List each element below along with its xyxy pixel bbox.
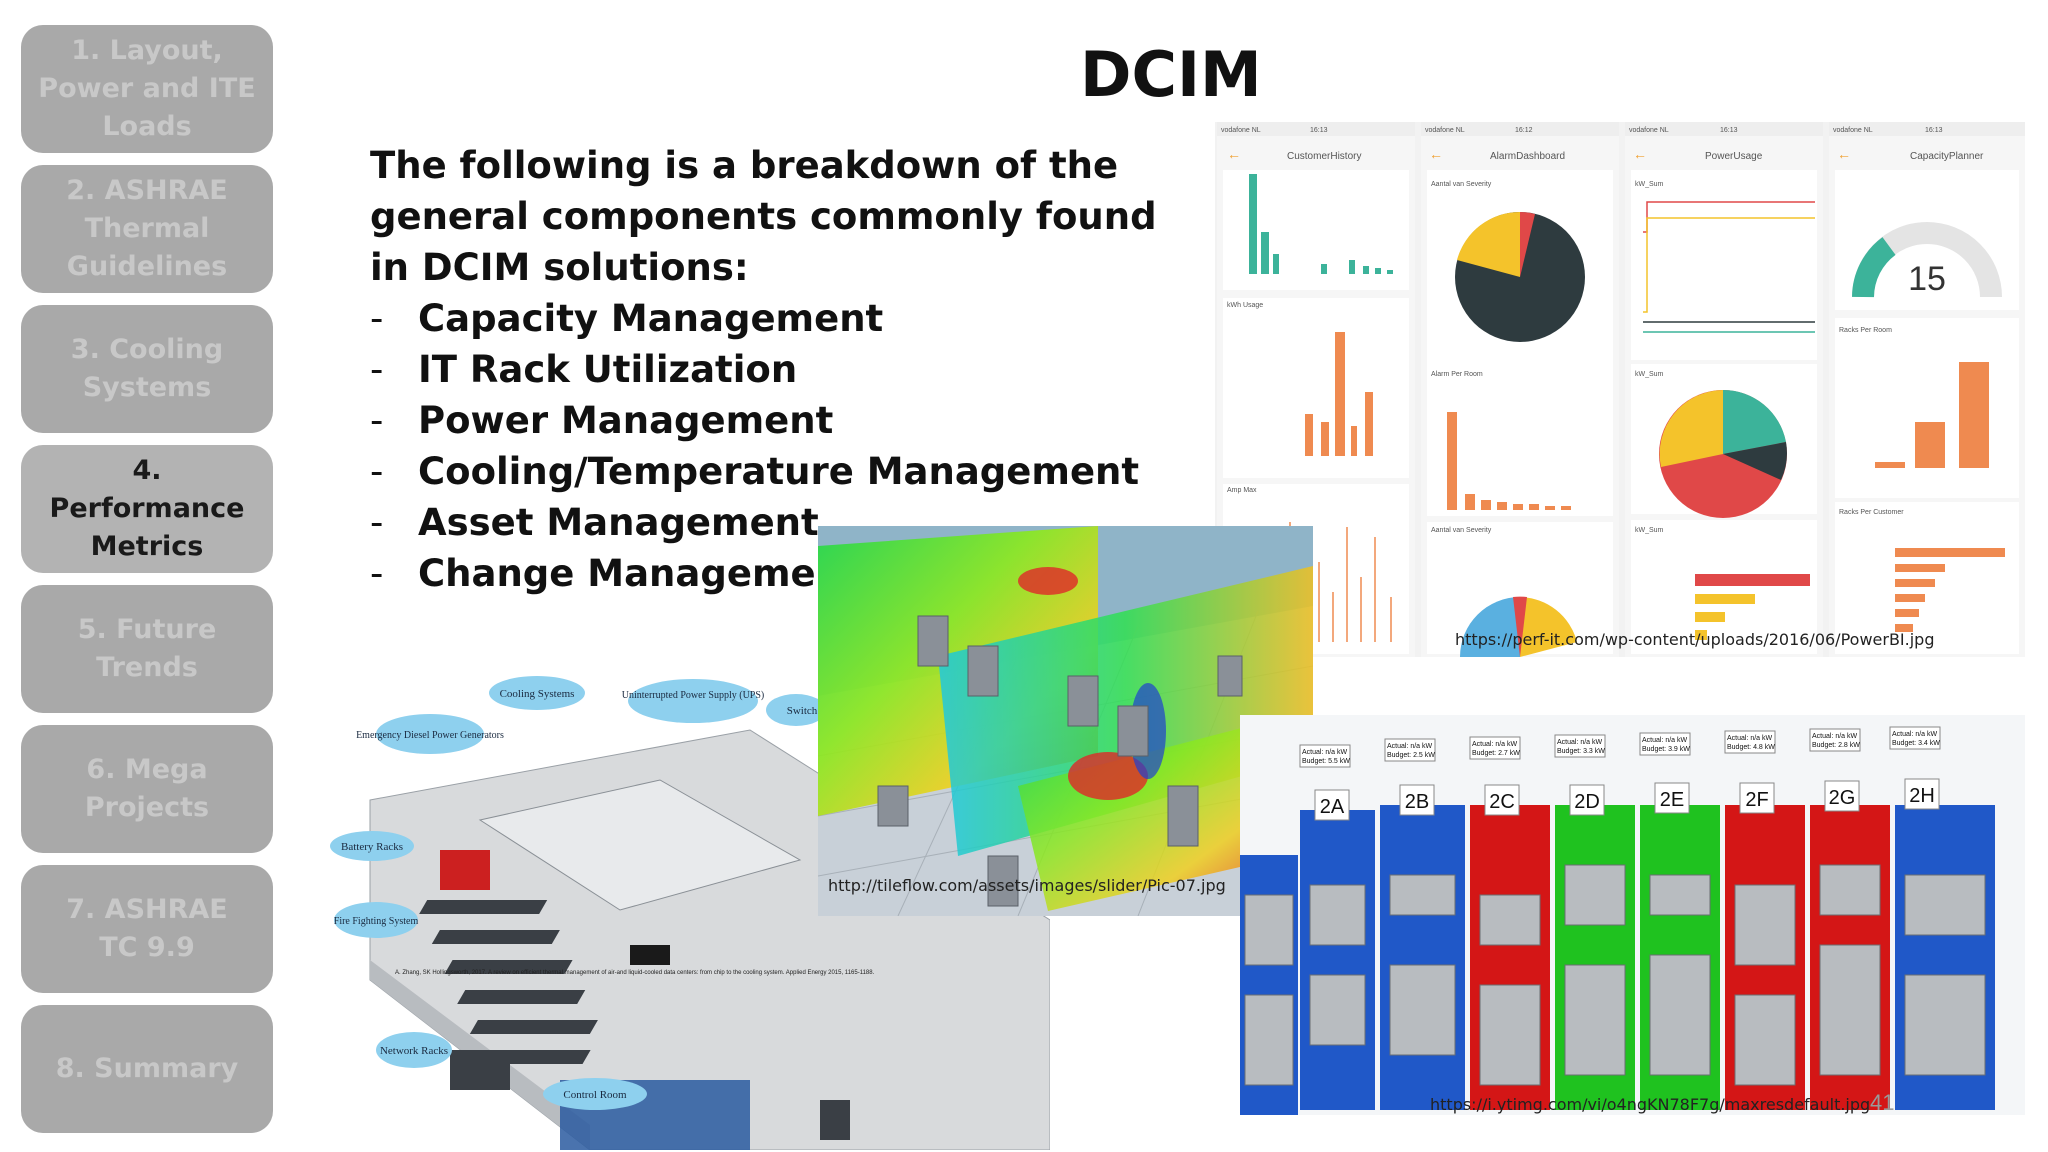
sidebar-item-label: 1. Layout, Power and ITE Loads bbox=[38, 35, 256, 142]
svg-text:16:13: 16:13 bbox=[1720, 127, 1738, 134]
cfd-visualization bbox=[818, 526, 1313, 916]
sidebar-item-label: 7. ASHRAE TC 9.9 bbox=[66, 894, 228, 963]
dashboard-image-credit: https://perf-it.com/wp-content/uploads/2… bbox=[1455, 630, 1935, 649]
sidebar-item-thermal[interactable]: 2. ASHRAE Thermal Guidelines bbox=[21, 165, 273, 293]
sidebar-item-tc99[interactable]: 7. ASHRAE TC 9.9 bbox=[21, 865, 273, 993]
sidebar-item-label: 2. ASHRAE Thermal Guidelines bbox=[66, 175, 228, 282]
sidebar-item-layout[interactable]: 1. Layout, Power and ITE Loads bbox=[21, 25, 273, 153]
list-item: -Capacity Management bbox=[370, 297, 884, 340]
svg-text:Budget: 3.4 kW: Budget: 3.4 kW bbox=[1892, 740, 1940, 747]
rack-image-credit: https://i.ytimg.com/vi/o4ngKN78F7g/maxre… bbox=[1430, 1095, 1871, 1114]
svg-text:Aantal van Severity: Aantal van Severity bbox=[1431, 527, 1492, 534]
sidebar-item-label: 4. Performance Metrics bbox=[49, 455, 245, 562]
svg-text:2G: 2G bbox=[1829, 787, 1856, 809]
svg-text:Cooling Systems: Cooling Systems bbox=[500, 688, 575, 700]
svg-text:Alarm Per Room: Alarm Per Room bbox=[1431, 371, 1483, 378]
svg-text:Budget: 2.8 kW: Budget: 2.8 kW bbox=[1812, 742, 1860, 749]
svg-text:vodafone NL: vodafone NL bbox=[1629, 127, 1669, 134]
list-item: -Change Management bbox=[370, 552, 860, 595]
svg-text:←: ← bbox=[1633, 146, 1647, 162]
svg-text:vodafone NL: vodafone NL bbox=[1221, 127, 1261, 134]
svg-text:kW_Sum: kW_Sum bbox=[1635, 527, 1664, 534]
svg-text:2B: 2B bbox=[1405, 791, 1429, 813]
sidebar-item-summary[interactable]: 8. Summary bbox=[21, 1005, 273, 1133]
svg-text:Budget: 2.5 kW: Budget: 2.5 kW bbox=[1387, 752, 1435, 759]
svg-text:2D: 2D bbox=[1574, 791, 1600, 813]
svg-text:←: ← bbox=[1227, 146, 1241, 162]
svg-text:A. Zhang, SK Hollingsworth, 20: A. Zhang, SK Hollingsworth, 2017. A revi… bbox=[395, 970, 875, 976]
svg-text:PowerUsage: PowerUsage bbox=[1705, 151, 1763, 162]
cfd-image: http://tileflow.com/assets/images/slider… bbox=[818, 526, 1313, 916]
svg-text:Actual: n/a kW: Actual: n/a kW bbox=[1892, 731, 1938, 738]
svg-text:Actual: n/a kW: Actual: n/a kW bbox=[1642, 737, 1688, 744]
svg-text:2A: 2A bbox=[1320, 796, 1345, 818]
svg-text:AlarmDashboard: AlarmDashboard bbox=[1490, 151, 1565, 162]
slide-number: 41 bbox=[1870, 1090, 1895, 1115]
svg-text:Amp Max: Amp Max bbox=[1227, 487, 1257, 494]
svg-text:CustomerHistory: CustomerHistory bbox=[1287, 151, 1361, 162]
sidebar-item-label: 6. Mega Projects bbox=[84, 754, 210, 823]
svg-text:Budget: 3.9 kW: Budget: 3.9 kW bbox=[1642, 746, 1690, 753]
svg-text:←: ← bbox=[1837, 146, 1851, 162]
facility-diagram: Cooling Systems Uninterrupted Power Supp… bbox=[330, 676, 1050, 1150]
svg-text:2H: 2H bbox=[1909, 785, 1935, 807]
svg-text:kW_Sum: kW_Sum bbox=[1635, 181, 1664, 188]
component-list: -Capacity Management -IT Rack Utilizatio… bbox=[370, 293, 1170, 599]
svg-text:15: 15 bbox=[1908, 260, 1946, 298]
svg-text:Actual: n/a kW: Actual: n/a kW bbox=[1472, 741, 1518, 748]
svg-text:16:12: 16:12 bbox=[1515, 127, 1533, 134]
slide-body: The following is a breakdown of the gene… bbox=[370, 140, 1170, 599]
svg-text:2F: 2F bbox=[1745, 789, 1768, 811]
sidebar: 1. Layout, Power and ITE Loads 2. ASHRAE… bbox=[0, 0, 290, 1152]
svg-text:Switch: Switch bbox=[787, 705, 818, 717]
svg-text:Racks Per Room: Racks Per Room bbox=[1839, 327, 1892, 334]
svg-text:Actual: n/a kW: Actual: n/a kW bbox=[1387, 743, 1433, 750]
svg-text:CapacityPlanner: CapacityPlanner bbox=[1910, 151, 1984, 162]
svg-text:Actual: n/a kW: Actual: n/a kW bbox=[1302, 749, 1348, 756]
svg-text:Battery Racks: Battery Racks bbox=[341, 841, 403, 853]
svg-text:16:13: 16:13 bbox=[1925, 127, 1943, 134]
list-item: -IT Rack Utilization bbox=[370, 348, 798, 391]
svg-text:Budget: 3.3 kW: Budget: 3.3 kW bbox=[1557, 748, 1605, 755]
svg-text:Racks Per Customer: Racks Per Customer bbox=[1839, 509, 1904, 516]
cfd-image-credit: http://tileflow.com/assets/images/slider… bbox=[828, 876, 1226, 895]
rack-visualization: 2A 2B 2C 2D 2E 2F 2G 2H Actual: n/a kW Bu… bbox=[1240, 726, 1995, 1115]
sidebar-item-mega[interactable]: 6. Mega Projects bbox=[21, 725, 273, 853]
intro-text: The following is a breakdown of the gene… bbox=[370, 144, 1157, 289]
svg-text:Uninterrupted Power Supply (UP: Uninterrupted Power Supply (UPS) bbox=[622, 690, 765, 701]
svg-text:Budget: 4.8 kW: Budget: 4.8 kW bbox=[1727, 744, 1775, 751]
svg-text:kW_Sum: kW_Sum bbox=[1635, 371, 1664, 378]
dashboard-screens: vodafone NL 16:13 CustomerHistory ← kWh … bbox=[1217, 122, 2025, 657]
svg-text:←: ← bbox=[1429, 146, 1443, 162]
svg-text:vodafone NL: vodafone NL bbox=[1425, 127, 1465, 134]
sidebar-item-label: 8. Summary bbox=[55, 1053, 239, 1084]
dashboard-image: vodafone NL 16:13 CustomerHistory ← kWh … bbox=[1215, 122, 2025, 657]
svg-text:Aantal van Severity: Aantal van Severity bbox=[1431, 181, 1492, 188]
svg-text:Budget: 2.7 kW: Budget: 2.7 kW bbox=[1472, 750, 1520, 757]
svg-text:16:13: 16:13 bbox=[1310, 127, 1328, 134]
svg-text:Actual: n/a kW: Actual: n/a kW bbox=[1557, 739, 1603, 746]
svg-text:Emergency Diesel Power Generat: Emergency Diesel Power Generators bbox=[356, 730, 504, 741]
list-item: -Power Management bbox=[370, 399, 834, 442]
svg-text:Actual: n/a kW: Actual: n/a kW bbox=[1812, 733, 1858, 740]
svg-text:2E: 2E bbox=[1660, 789, 1684, 811]
sidebar-item-performance[interactable]: 4. Performance Metrics bbox=[21, 445, 273, 573]
sidebar-item-label: 3. Cooling Systems bbox=[70, 334, 224, 403]
svg-text:Fire Fighting System: Fire Fighting System bbox=[334, 916, 419, 927]
sidebar-item-trends[interactable]: 5. Future Trends bbox=[21, 585, 273, 713]
sidebar-item-label: 5. Future Trends bbox=[77, 614, 217, 683]
list-item: -Cooling/Temperature Management bbox=[370, 450, 1140, 493]
svg-text:Actual: n/a kW: Actual: n/a kW bbox=[1727, 735, 1773, 742]
rack-image: 2A 2B 2C 2D 2E 2F 2G 2H Actual: n/a kW Bu… bbox=[1240, 715, 2025, 1115]
svg-text:Control Room: Control Room bbox=[563, 1089, 627, 1101]
svg-text:vodafone NL: vodafone NL bbox=[1833, 127, 1873, 134]
svg-text:2C: 2C bbox=[1489, 791, 1515, 813]
list-item: -Asset Management bbox=[370, 501, 819, 544]
svg-text:Network Racks: Network Racks bbox=[380, 1045, 448, 1057]
svg-text:Budget: 5.5 kW: Budget: 5.5 kW bbox=[1302, 758, 1350, 765]
slide-title: DCIM bbox=[1080, 38, 1262, 111]
sidebar-item-cooling[interactable]: 3. Cooling Systems bbox=[21, 305, 273, 433]
svg-text:kWh Usage: kWh Usage bbox=[1227, 302, 1263, 309]
